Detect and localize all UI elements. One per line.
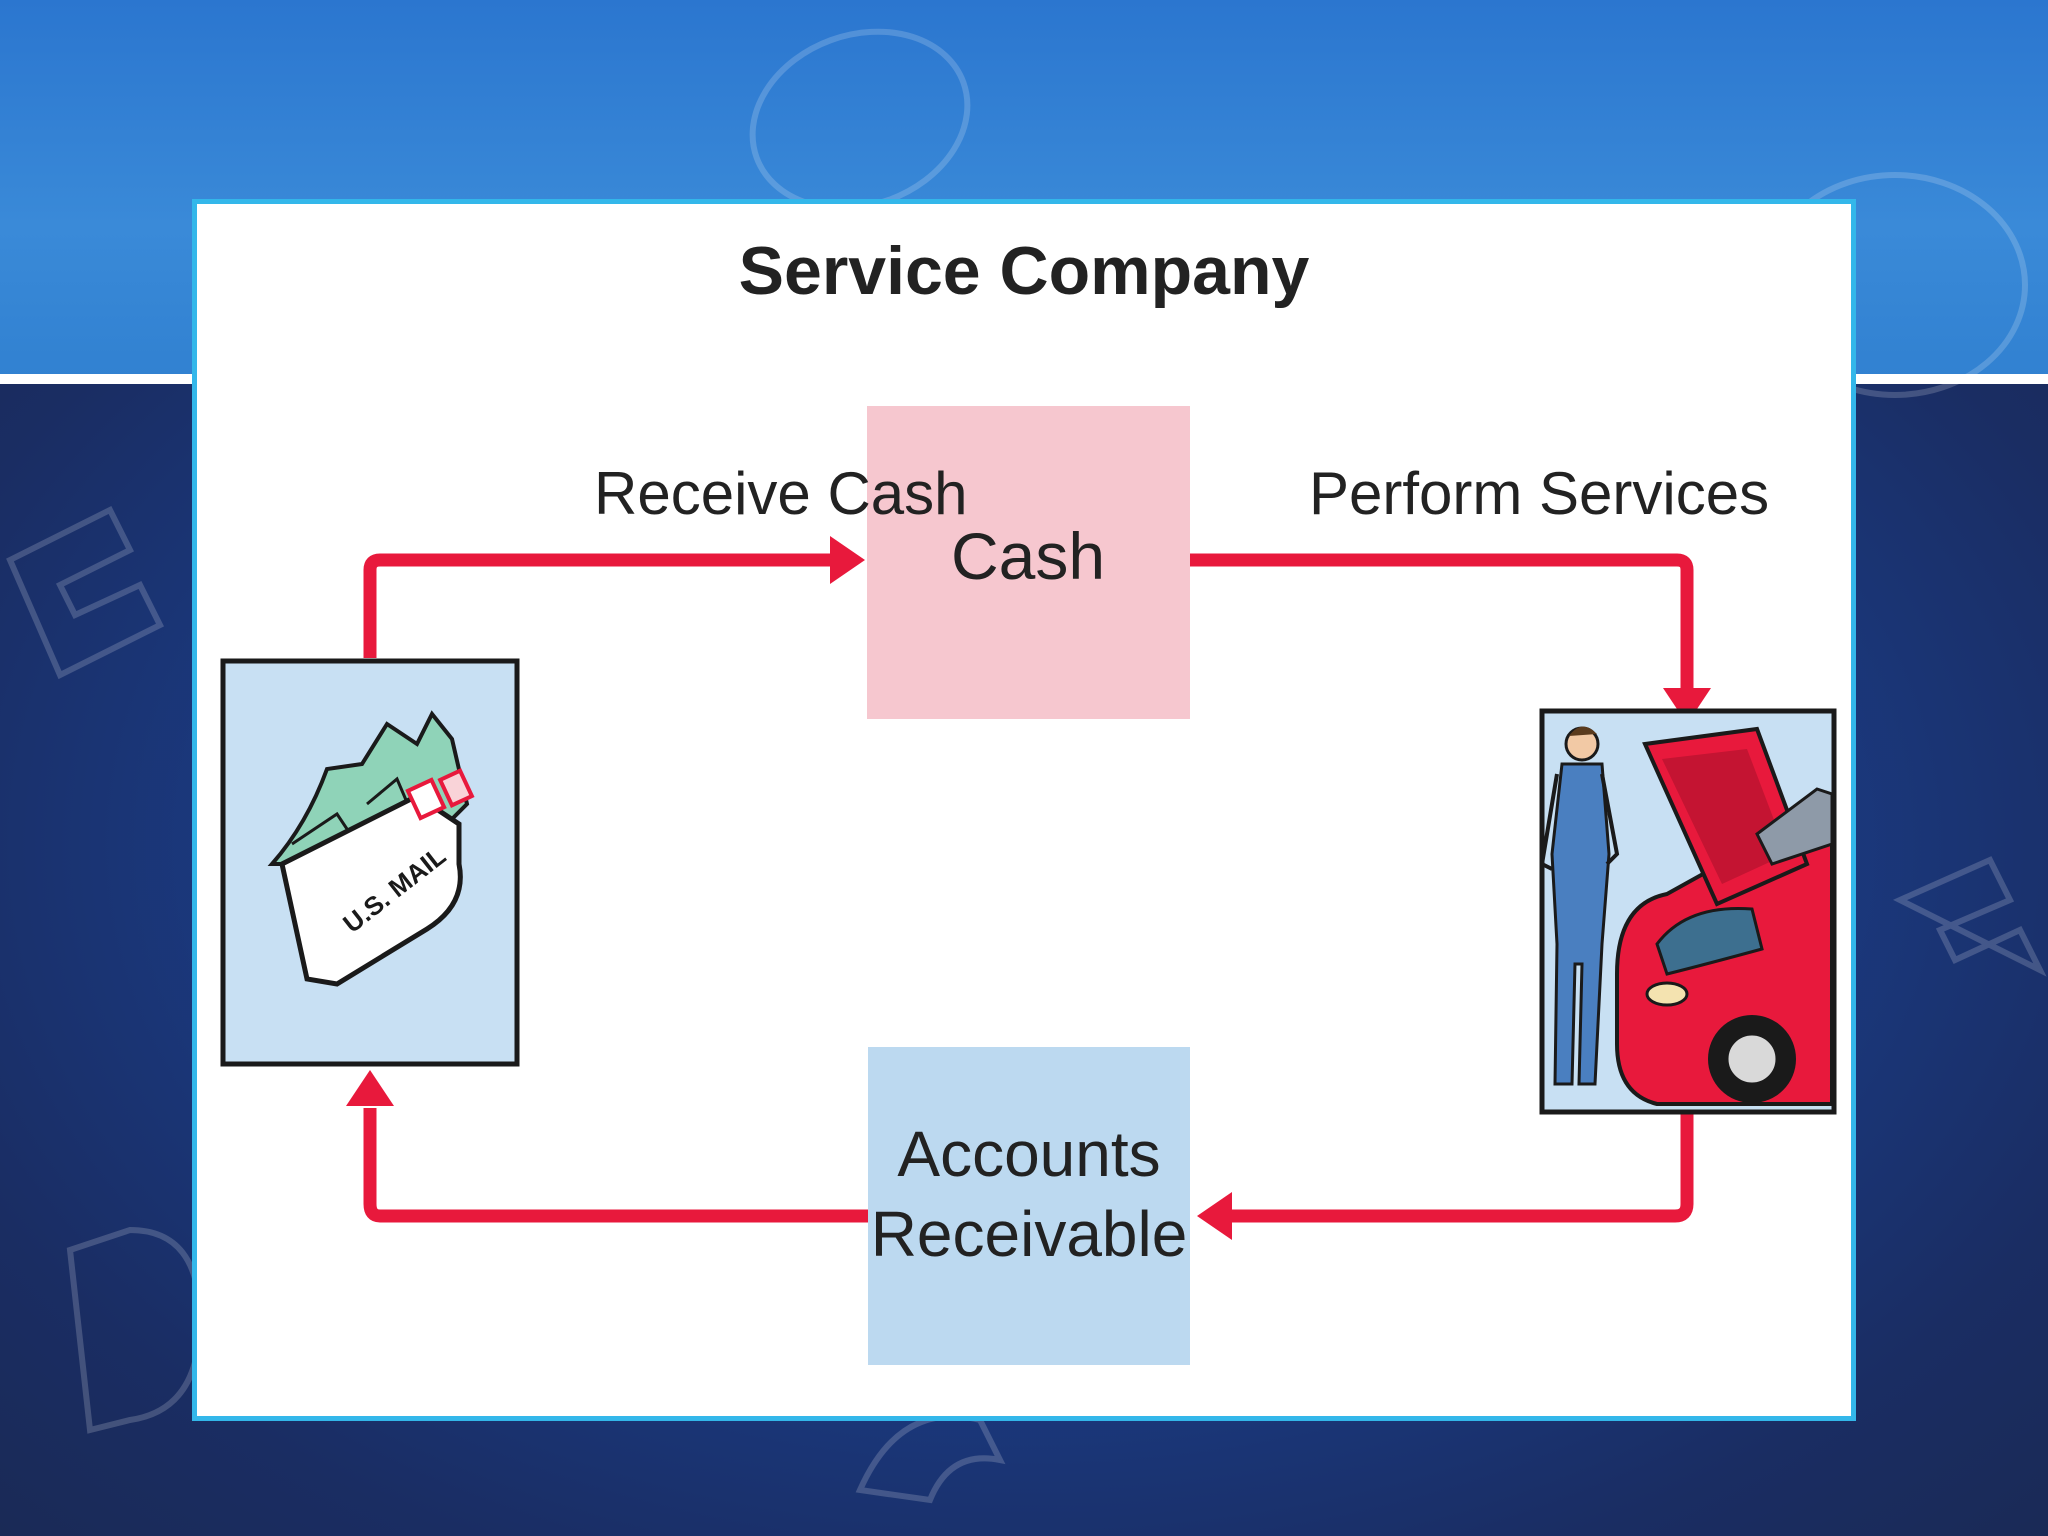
cycle-arrows [363,553,1694,1223]
diagram-panel: Service Company Cash Accounts Receivable… [192,199,1856,1421]
mechanic-with-car-icon [1539,708,1837,1115]
cash-box [867,406,1190,719]
accounts-receivable-label-line1: Accounts [897,1118,1160,1190]
service-company-cycle-diagram: Cash Accounts Receivable Receive Cash Pe… [220,406,1837,1365]
cash-label: Cash [951,519,1105,593]
mail-envelope-with-cash-icon: U.S. MAIL [220,658,520,1067]
accounts-receivable-label-line2: Receivable [871,1198,1188,1270]
accounts-receivable-box [868,1047,1190,1365]
diagram-title: Service Company [738,233,1310,309]
receive-cash-label: Receive Cash [594,460,968,527]
perform-services-label: Perform Services [1309,460,1769,527]
arrowheads [346,536,1711,1240]
